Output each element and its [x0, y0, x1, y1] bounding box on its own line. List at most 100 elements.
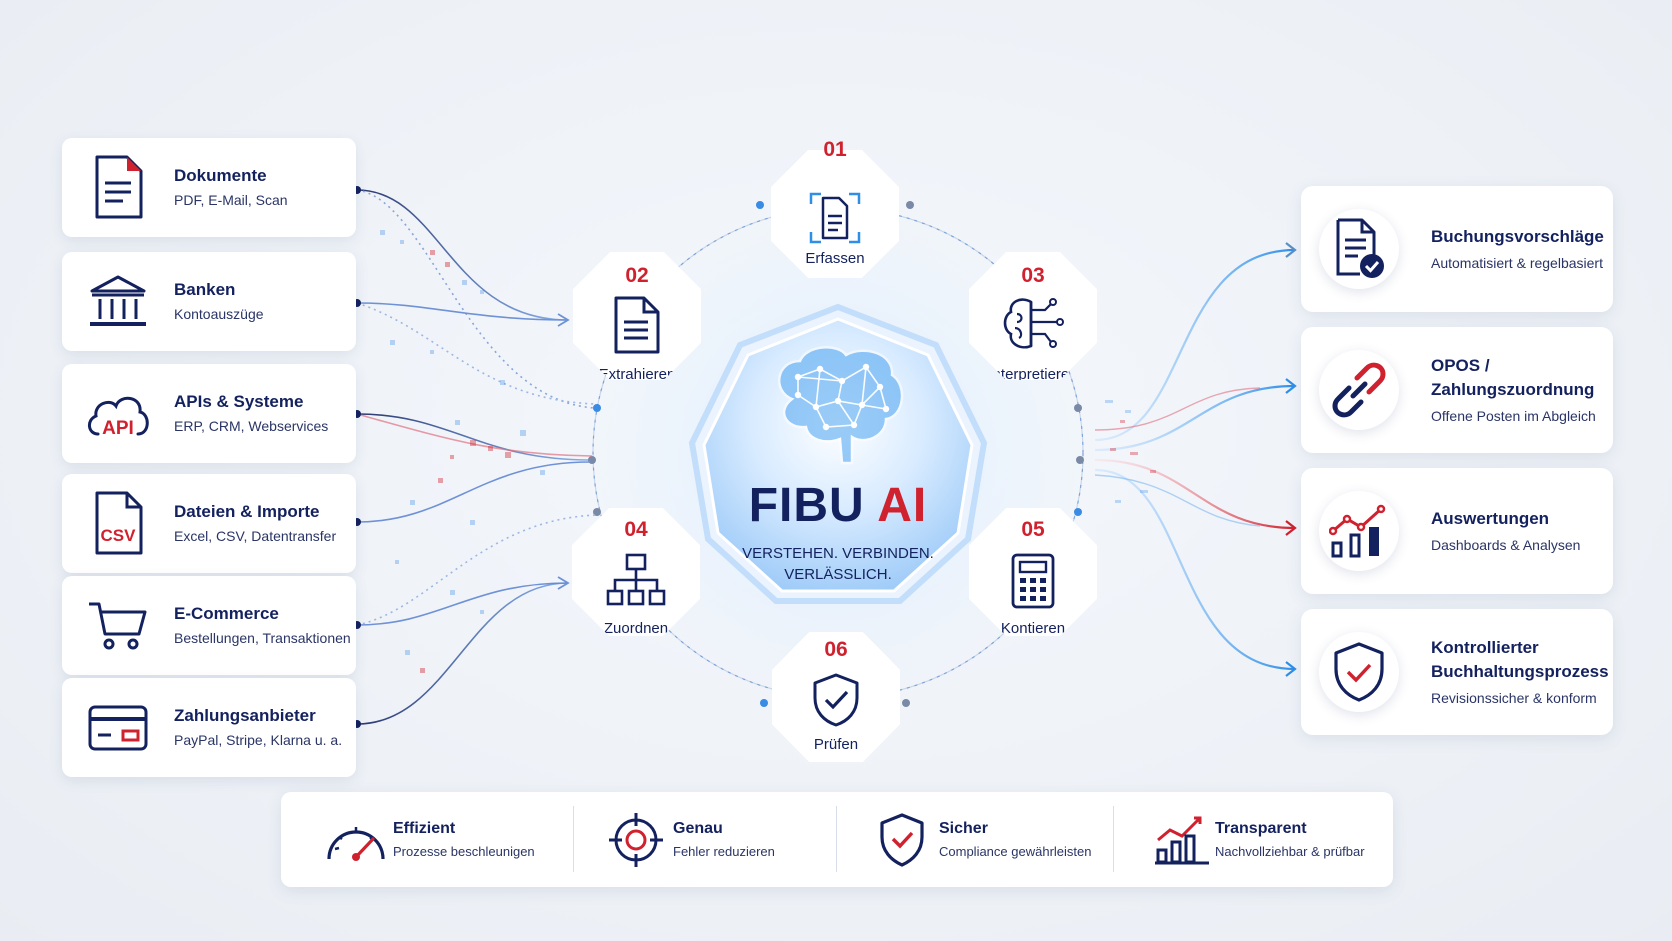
output-text: OPOS / Zahlungszuordnung Offene Posten i…: [1431, 327, 1609, 453]
output-card-opos[interactable]: OPOS / Zahlungszuordnung Offene Posten i…: [1301, 327, 1613, 453]
step-label: Interpretieren: [988, 366, 1078, 383]
target-icon: [601, 812, 671, 868]
divider: [1113, 806, 1114, 872]
source-card-dokumente[interactable]: Dokumente PDF, E-Mail, Scan: [62, 138, 356, 237]
step-number: 06: [824, 638, 848, 661]
source-subtitle: Bestellungen, Transaktionen: [174, 630, 351, 646]
benefit-title: Sicher: [939, 820, 988, 837]
step-pruefen[interactable]: Prüfen: [772, 632, 900, 762]
benefit-genau: Genau Fehler reduzieren: [601, 792, 831, 887]
output-text: Auswertungen Dashboards & Analysen: [1431, 468, 1609, 594]
source-card-zahlungsanbieter[interactable]: Zahlungsanbieter PayPal, Stripe, Klarna …: [62, 678, 356, 777]
step-label: Zuordnen: [603, 620, 669, 637]
output-text: Buchungsvorschläge Automatisiert & regel…: [1431, 186, 1609, 312]
output-title: Buchhaltungsprozess: [1431, 661, 1609, 681]
source-title: E-Commerce: [174, 604, 279, 623]
svg-text:API: API: [102, 418, 134, 439]
output-card-buchhaltungsprozess[interactable]: Kontrollierter Buchhaltungsprozess Revis…: [1301, 609, 1613, 735]
output-subtitle: Automatisiert & regelbasiert: [1431, 254, 1603, 271]
output-title: OPOS /: [1431, 355, 1490, 375]
benefit-transparent: Transparent Nachvollziehbar & prüfbar: [1147, 792, 1387, 887]
step-number: 01: [823, 138, 847, 161]
divider: [573, 806, 574, 872]
step-number: 05: [1021, 518, 1045, 541]
output-title: Auswertungen: [1431, 508, 1550, 528]
calculator-icon: [969, 552, 1097, 610]
step-label: Prüfen: [813, 736, 859, 753]
step-erfassen[interactable]: 01 Erfassen: [771, 150, 899, 278]
api-cloud-icon: API: [84, 380, 152, 448]
step-number: 04: [624, 518, 648, 541]
source-title: Dokumente: [174, 166, 267, 185]
source-title: Dateien & Importe: [174, 502, 320, 521]
bar-chart-icon: [1147, 812, 1217, 868]
chart-trend-icon: [1319, 491, 1399, 571]
step-number: 02: [625, 264, 649, 287]
document-icon: [84, 154, 152, 222]
source-card-dateien[interactable]: CSV Dateien & Importe Excel, CSV, Datent…: [62, 474, 356, 573]
step-label: Erfassen: [805, 250, 865, 267]
bank-icon: [84, 268, 152, 336]
step-extrahieren[interactable]: Extrahieren: [573, 252, 701, 380]
shield-check-icon: [867, 812, 937, 868]
shield-check-icon: [1319, 632, 1399, 712]
cart-icon: [84, 592, 152, 660]
output-title: Zahlungszuordnung: [1431, 379, 1595, 399]
output-subtitle: Offene Posten im Abgleich: [1431, 407, 1596, 424]
source-subtitle: ERP, CRM, Webservices: [174, 418, 329, 434]
output-subtitle: Revisionssicher & konform: [1431, 689, 1597, 706]
csv-file-icon: CSV: [84, 490, 152, 558]
brain-circuit-icon: [969, 296, 1097, 354]
svg-text:CSV: CSV: [101, 526, 137, 545]
divider: [836, 806, 837, 872]
scan-document-icon: [771, 190, 899, 246]
output-text: Kontrollierter Buchhaltungsprozess Revis…: [1431, 609, 1609, 735]
benefit-title: Transparent: [1215, 820, 1307, 837]
source-title: Banken: [174, 280, 236, 299]
benefit-subtitle: Nachvollziehbar & prüfbar: [1215, 844, 1365, 859]
step-number: 03: [1021, 264, 1045, 287]
output-title: Kontrollierter: [1431, 637, 1539, 657]
document-check-icon: [1319, 209, 1399, 289]
payment-card-icon: [84, 694, 152, 762]
output-subtitle: Dashboards & Analysen: [1431, 536, 1581, 553]
source-card-ecommerce[interactable]: E-Commerce Bestellungen, Transaktionen: [62, 576, 356, 675]
source-card-apis[interactable]: API APIs & Systeme ERP, CRM, Webservices: [62, 364, 356, 463]
benefit-sicher: Sicher Compliance gewährleisten: [867, 792, 1127, 887]
output-title: Buchungsvorschläge: [1431, 226, 1604, 246]
benefit-title: Genau: [673, 820, 723, 837]
source-subtitle: PayPal, Stripe, Klarna u. a.: [174, 732, 343, 748]
ai-core: [688, 303, 988, 604]
document-icon: [573, 296, 701, 354]
benefit-title: Effizient: [393, 820, 456, 837]
tagline-line-1: VERSTEHEN. VERBINDEN.: [742, 545, 934, 562]
output-card-auswertungen[interactable]: Auswertungen Dashboards & Analysen: [1301, 468, 1613, 594]
source-title: Zahlungsanbieter: [174, 706, 316, 725]
step-interpretieren[interactable]: Interpretieren: [969, 252, 1097, 380]
ai-brain-icon: [777, 346, 904, 465]
center-tagline: VERSTEHEN. VERBINDEN. VERLÄSSLICH.: [706, 543, 970, 585]
benefit-subtitle: Prozesse beschleunigen: [393, 844, 535, 859]
hierarchy-icon: [572, 552, 700, 608]
chain-link-icon: [1319, 350, 1399, 430]
tagline-line-2: VERLÄSSLICH.: [784, 566, 892, 583]
output-card-buchungsvorschlaege[interactable]: Buchungsvorschläge Automatisiert & regel…: [1301, 186, 1613, 312]
step-zuordnen[interactable]: Zuordnen: [572, 508, 700, 636]
benefit-effizient: Effizient Prozesse beschleunigen: [321, 792, 551, 887]
benefit-subtitle: Fehler reduzieren: [673, 844, 775, 859]
benefits-bar: Effizient Prozesse beschleunigen Genau F…: [281, 792, 1393, 887]
center-title: FIBU AI: [686, 478, 990, 533]
source-card-banken[interactable]: Banken Kontoauszüge: [62, 252, 356, 351]
shield-check-icon: [772, 672, 900, 728]
step-label: Kontieren: [1000, 620, 1066, 637]
source-subtitle: Kontoauszüge: [174, 306, 264, 322]
step-kontieren[interactable]: Kontieren: [969, 508, 1097, 636]
source-subtitle: PDF, E-Mail, Scan: [174, 192, 288, 208]
center-title-accent: AI: [877, 479, 928, 532]
source-subtitle: Excel, CSV, Datentransfer: [174, 528, 337, 544]
benefit-subtitle: Compliance gewährleisten: [939, 844, 1092, 859]
source-title: APIs & Systeme: [174, 392, 304, 411]
speedometer-icon: [321, 812, 391, 868]
step-label: Extrahieren: [598, 366, 676, 383]
center-title-main: FIBU: [748, 479, 878, 532]
